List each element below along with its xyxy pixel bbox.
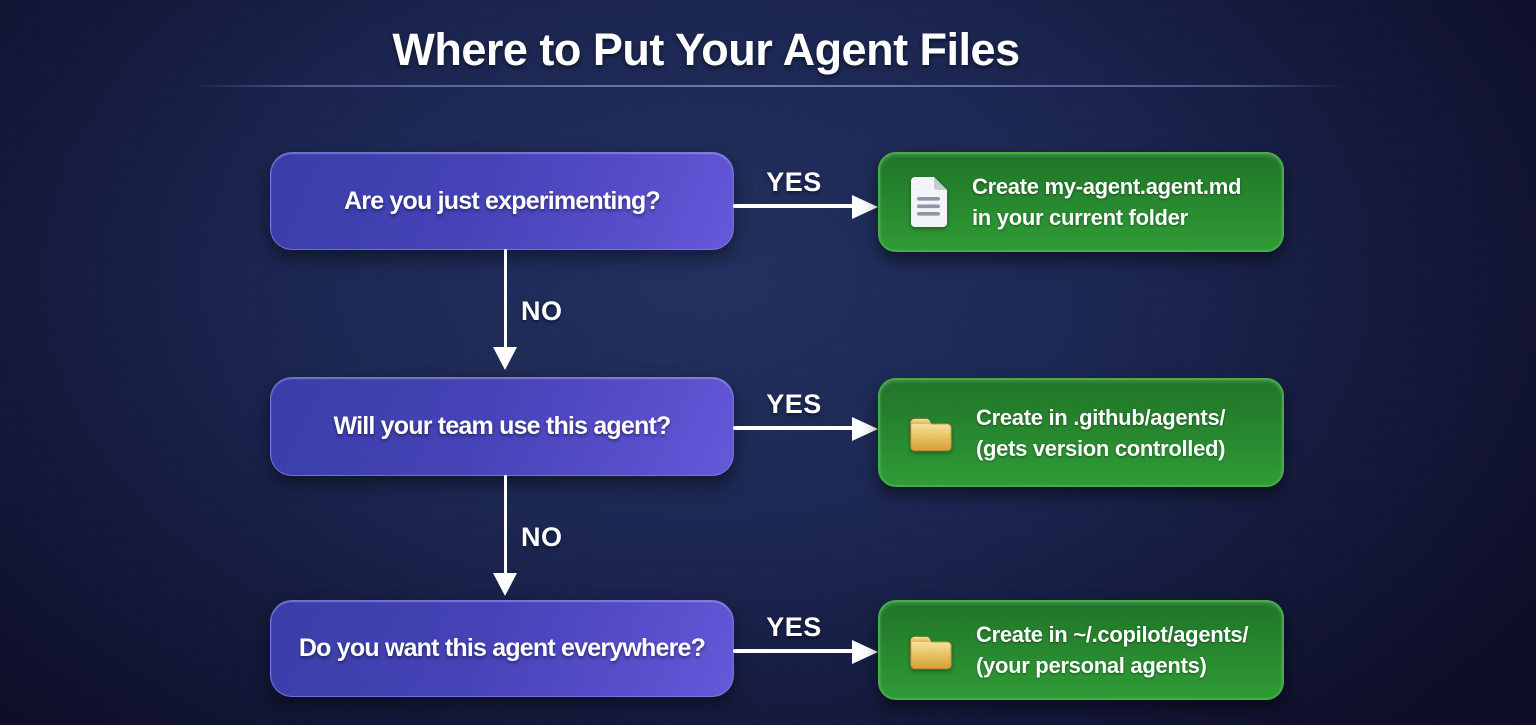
question-box-team-use: Will your team use this agent? [270, 377, 734, 476]
document-icon [906, 175, 952, 229]
result-line1: Create my-agent.agent.md [972, 174, 1242, 199]
question-label: Do you want this agent everywhere? [298, 634, 706, 662]
yes-arrow-1: YES [733, 167, 879, 219]
result-line2: in your current folder [972, 205, 1188, 230]
yes-arrow-3: YES [733, 612, 879, 664]
arrow-down-icon [493, 573, 517, 596]
yes-label: YES [766, 389, 822, 419]
result-line2: (your personal agents) [976, 653, 1207, 678]
result-line1: Create in .github/agents/ [976, 404, 1226, 430]
title-divider [190, 85, 1346, 87]
result-line2: (gets version controlled) [976, 435, 1226, 461]
question-label: Will your team use this agent? [333, 412, 672, 440]
page-title: Where to Put Your Agent Files [392, 24, 1020, 75]
yes-arrow-line [733, 426, 857, 430]
question-box-agent-everywhere: Do you want this agent everywhere? [270, 600, 734, 697]
result-box-github-agents: Create in .github/agents/ (gets version … [878, 378, 1284, 487]
no-label: NO [521, 522, 563, 552]
folder-icon [906, 629, 956, 672]
question-label: Are you just experimenting? [344, 186, 661, 215]
arrow-right-icon [852, 639, 878, 664]
no-arrow-1 [493, 249, 517, 370]
result-box-current-folder: Create my-agent.agent.md in your current… [878, 152, 1284, 252]
no-arrow-2 [493, 475, 517, 596]
arrow-right-icon [852, 416, 878, 441]
no-label: NO [521, 296, 563, 326]
yes-label: YES [766, 167, 822, 197]
yes-arrow-line [733, 204, 857, 208]
folder-icon [906, 411, 956, 454]
arrow-right-icon [852, 194, 878, 219]
yes-label: YES [766, 612, 822, 642]
yes-arrow-line [733, 649, 857, 653]
arrow-down-icon [493, 347, 517, 370]
result-line1: Create in ~/.copilot/agents/ [976, 622, 1249, 647]
result-box-copilot-agents: Create in ~/.copilot/agents/ (your perso… [878, 600, 1284, 700]
question-box-experimenting: Are you just experimenting? [270, 152, 734, 250]
yes-arrow-2: YES [733, 389, 879, 441]
